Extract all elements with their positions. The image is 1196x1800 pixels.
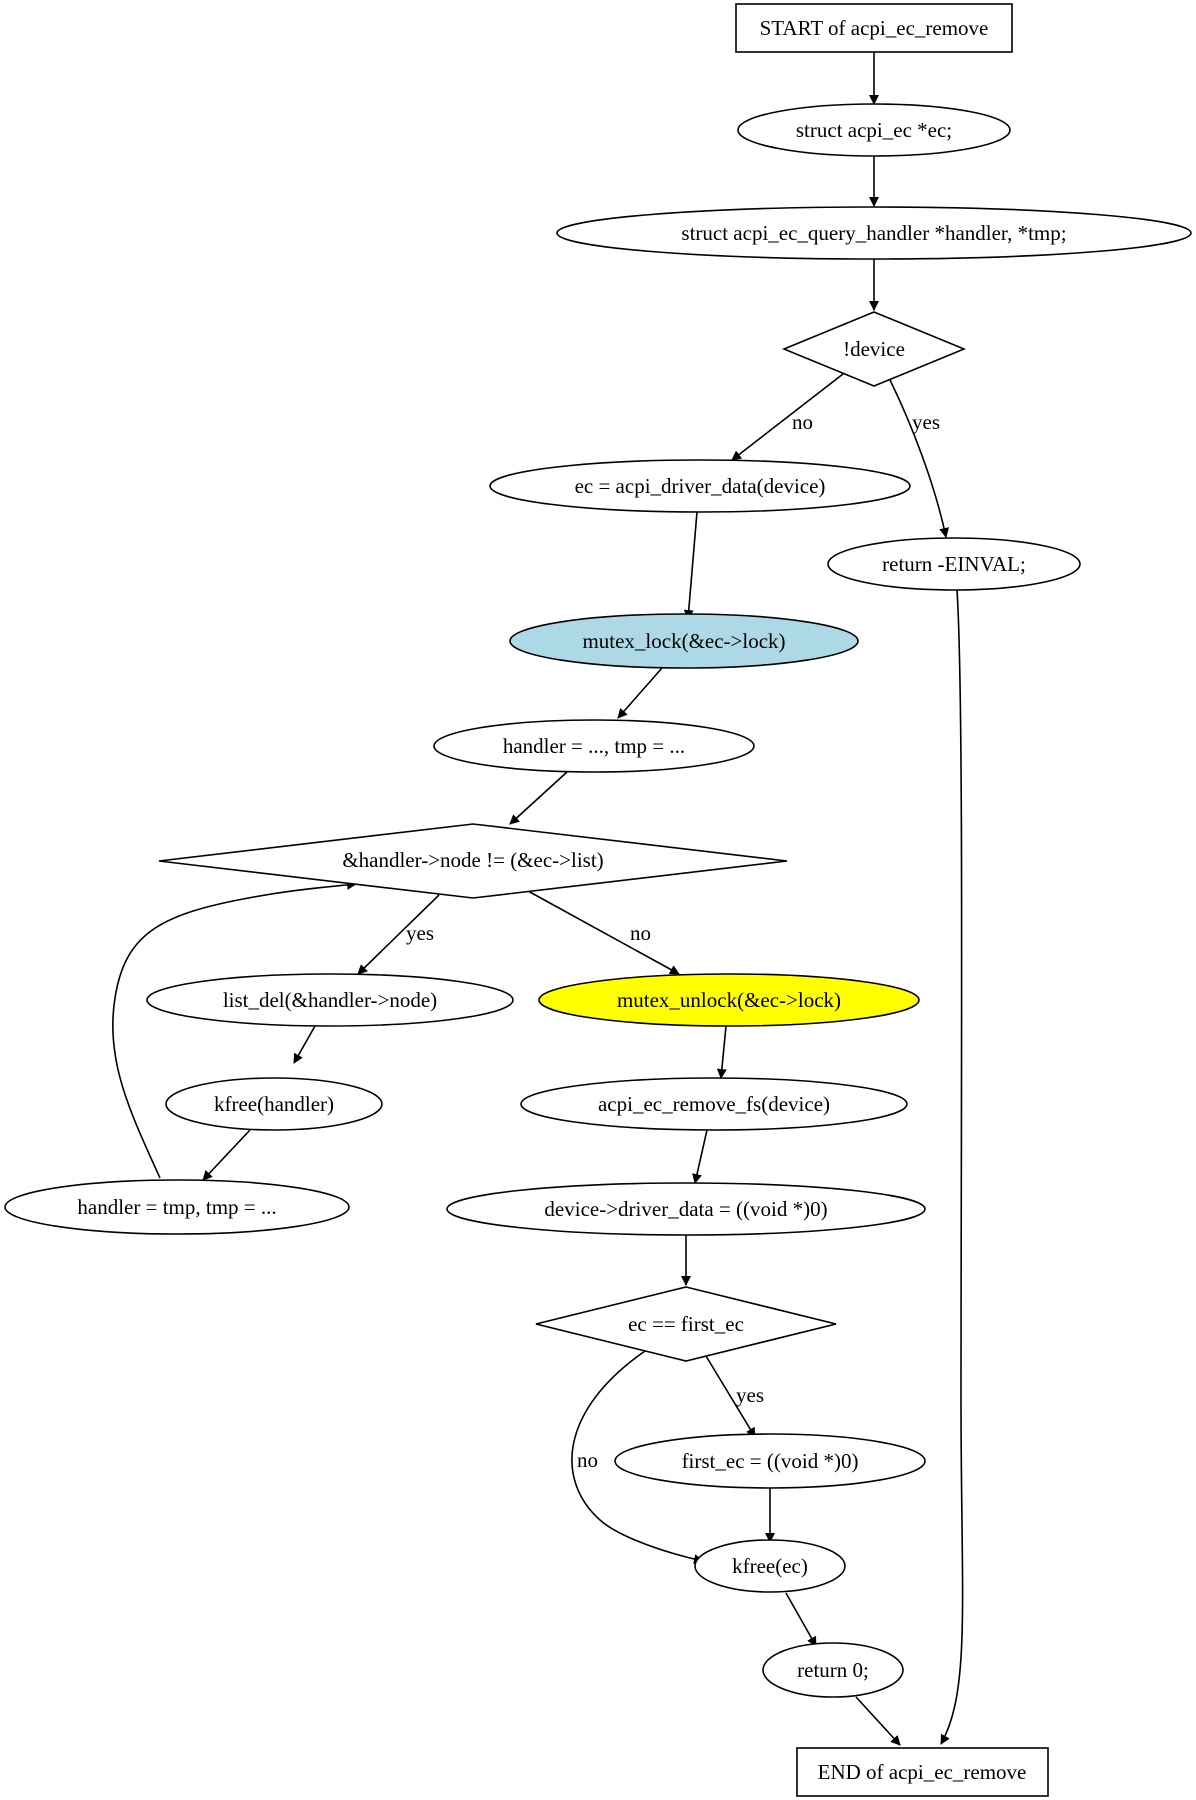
node-end-label: END of acpi_ec_remove	[818, 1760, 1027, 1784]
edge-cond-first-no	[571, 1350, 704, 1565]
node-kfree-ec: kfree(ec)	[694, 1539, 846, 1593]
node-list-del: list_del(&handler->node)	[146, 973, 514, 1027]
edge-label-first-no: no	[577, 1448, 598, 1472]
node-cond-device-label: !device	[843, 337, 905, 361]
node-cond-first: ec == first_ec	[535, 1286, 837, 1362]
node-decl-ec: struct acpi_ec *ec;	[737, 103, 1011, 157]
node-kfree-handler: kfree(handler)	[165, 1077, 383, 1131]
node-remove-fs: acpi_ec_remove_fs(device)	[520, 1077, 908, 1131]
node-start-label: START of acpi_ec_remove	[760, 16, 989, 40]
edge-kfree-ec-to-ret-zero	[785, 1592, 817, 1647]
node-start: START of acpi_ec_remove	[735, 3, 1013, 53]
edge-label-loop-no: no	[630, 921, 651, 945]
node-assign-ec: ec = acpi_driver_data(device)	[489, 459, 911, 513]
node-mutex-lock: mutex_lock(&ec->lock)	[509, 613, 859, 669]
node-cond-loop-label: &handler->node != (&ec->list)	[342, 848, 603, 872]
edge-labels: no yes yes no yes no	[406, 410, 940, 1472]
node-assign-ec-label: ec = acpi_driver_data(device)	[575, 474, 826, 498]
edge-cond-loop-yes	[357, 894, 440, 975]
edge-label-loop-yes: yes	[406, 921, 434, 945]
node-decl-handler-label: struct acpi_ec_query_handler *handler, *…	[681, 221, 1066, 245]
edge-remove-fs-to-clear-data	[692, 1129, 708, 1184]
node-mutex-unlock-label: mutex_unlock(&ec->lock)	[617, 988, 841, 1012]
edge-mutex-lock-to-loop-init	[617, 667, 663, 719]
node-kfree-ec-label: kfree(ec)	[732, 1554, 808, 1578]
node-mutex-lock-label: mutex_lock(&ec->lock)	[582, 629, 785, 653]
node-cond-loop: &handler->node != (&ec->list)	[158, 823, 788, 899]
node-clear-first-label: first_ec = ((void *)0)	[682, 1449, 859, 1473]
node-decl-handler: struct acpi_ec_query_handler *handler, *…	[556, 206, 1192, 260]
edge-kfree-handler-to-loop-next	[202, 1129, 251, 1181]
edge-cond-device-no	[731, 373, 844, 461]
edge-mutex-unlock-to-remove-fs	[716, 1025, 727, 1079]
edge-list-del-to-kfree-handler	[293, 1025, 316, 1064]
edge-label-device-yes: yes	[912, 410, 940, 434]
edge-cond-first-yes	[705, 1355, 756, 1438]
node-kfree-handler-label: kfree(handler)	[214, 1092, 334, 1116]
node-loop-next-label: handler = tmp, tmp = ...	[77, 1195, 276, 1219]
edge-cond-device-yes	[889, 379, 950, 538]
node-end: END of acpi_ec_remove	[796, 1747, 1049, 1797]
node-mutex-unlock: mutex_unlock(&ec->lock)	[538, 973, 920, 1027]
node-loop-next: handler = tmp, tmp = ...	[4, 1179, 350, 1235]
node-clear-data-label: device->driver_data = ((void *)0)	[544, 1197, 827, 1221]
edge-assign-ec-to-mutex-lock	[683, 511, 698, 620]
node-ret-einval-label: return -EINVAL;	[882, 552, 1026, 576]
node-cond-first-label: ec == first_ec	[628, 1312, 744, 1336]
node-ret-einval: return -EINVAL;	[827, 537, 1081, 591]
node-decl-ec-label: struct acpi_ec *ec;	[796, 118, 952, 142]
node-ret-zero: return 0;	[762, 1642, 904, 1698]
edge-loop-init-to-cond-loop	[509, 771, 568, 825]
node-loop-init-label: handler = ..., tmp = ...	[503, 734, 685, 758]
edge-label-first-yes: yes	[736, 1383, 764, 1407]
edges	[111, 52, 964, 1746]
node-cond-device: !device	[781, 311, 967, 387]
edge-label-device-no: no	[792, 410, 813, 434]
node-list-del-label: list_del(&handler->node)	[223, 988, 437, 1012]
edge-ret-einval-to-end	[940, 589, 964, 1745]
node-loop-init: handler = ..., tmp = ...	[433, 719, 755, 773]
node-remove-fs-label: acpi_ec_remove_fs(device)	[598, 1092, 830, 1116]
edge-ret-zero-to-end	[855, 1696, 901, 1746]
node-ret-zero-label: return 0;	[797, 1658, 869, 1682]
node-clear-data: device->driver_data = ((void *)0)	[446, 1182, 926, 1236]
node-clear-first: first_ec = ((void *)0)	[614, 1433, 926, 1489]
edge-loop-next-back	[111, 879, 357, 1179]
edge-cond-loop-no	[527, 890, 680, 975]
